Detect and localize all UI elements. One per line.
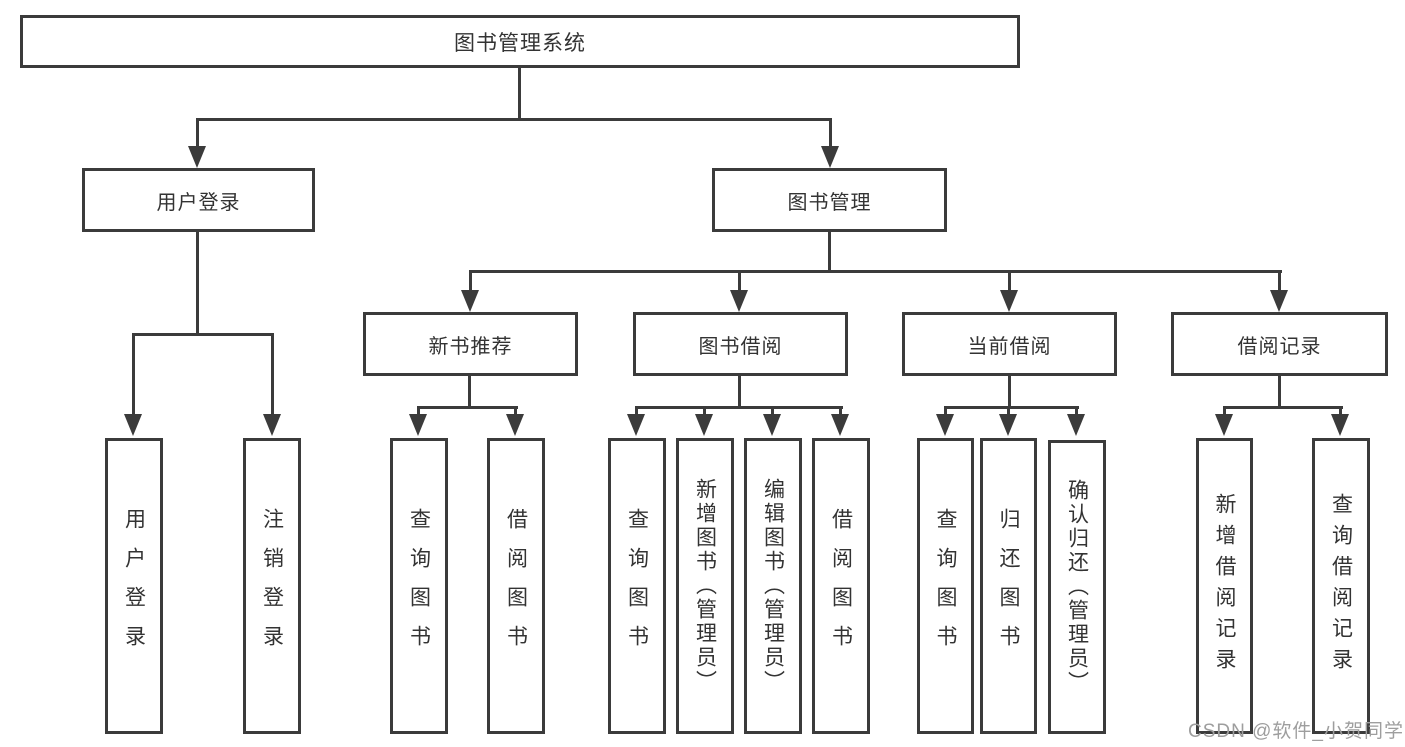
connector-stem	[1008, 376, 1011, 406]
leaf-user-login: 用户登录	[105, 438, 163, 734]
connector-bar	[635, 406, 843, 409]
connector-drop	[1339, 409, 1342, 414]
connector-drop	[1223, 409, 1226, 414]
connector-root-stem	[518, 67, 521, 118]
arrow-down-icon	[1000, 290, 1018, 312]
leaf-query-books-recommend: 查询图书	[390, 438, 448, 734]
arrow-down-icon	[1331, 414, 1349, 436]
arrow-down-icon	[1067, 414, 1085, 436]
arrow-down-icon	[188, 146, 206, 168]
leaf-return-books: 归还图书	[980, 438, 1037, 734]
connector-drop	[1075, 409, 1078, 414]
node-book-borrow: 图书借阅	[633, 312, 848, 376]
leaf-query-books-current: 查询图书	[917, 438, 974, 734]
arrow-down-icon	[695, 414, 713, 436]
connector-bar	[417, 406, 518, 409]
arrow-down-icon	[627, 414, 645, 436]
arrow-down-icon	[263, 414, 281, 436]
connector-book-management-stem	[828, 232, 831, 270]
leaf-add-books-admin: 新增图书（管理员）	[676, 438, 734, 734]
connector-user-login-drop-2	[271, 336, 274, 414]
connector-root-drop-right	[829, 121, 832, 147]
connector-drop	[635, 409, 638, 414]
arrow-down-icon	[936, 414, 954, 436]
connector-drop	[771, 409, 774, 414]
node-borrow-records: 借阅记录	[1171, 312, 1388, 376]
arrow-down-icon	[763, 414, 781, 436]
arrow-down-icon	[409, 414, 427, 436]
csdn-watermark: CSDN @软件_小贺同学	[1188, 721, 1404, 742]
leaf-query-books-borrow: 查询图书	[608, 438, 666, 734]
connector-drop	[469, 273, 472, 290]
connector-stem	[468, 376, 471, 406]
arrow-down-icon	[831, 414, 849, 436]
connector-user-login-bar	[132, 333, 274, 336]
connector-drop	[1008, 273, 1011, 290]
leaf-add-borrow-record: 新增借阅记录	[1196, 438, 1253, 734]
connector-drop	[514, 409, 517, 414]
connector-drop	[839, 409, 842, 414]
node-library-system: 图书管理系统	[20, 15, 1020, 68]
connector-bar	[944, 406, 1079, 409]
arrow-down-icon	[1215, 414, 1233, 436]
connector-user-login-stem	[196, 232, 199, 333]
connector-drop	[1007, 409, 1010, 414]
connector-stem	[1278, 376, 1281, 406]
leaf-logout: 注销登录	[243, 438, 301, 734]
leaf-borrow-books-recommend: 借阅图书	[487, 438, 545, 734]
connector-drop	[1278, 273, 1281, 290]
leaf-borrow-books: 借阅图书	[812, 438, 870, 734]
arrow-down-icon	[461, 290, 479, 312]
arrow-down-icon	[730, 290, 748, 312]
node-user-login: 用户登录	[82, 168, 315, 232]
node-new-book-recommend: 新书推荐	[363, 312, 578, 376]
arrow-down-icon	[999, 414, 1017, 436]
leaf-edit-books-admin: 编辑图书（管理员）	[744, 438, 802, 734]
arrow-down-icon	[821, 146, 839, 168]
arrow-down-icon	[124, 414, 142, 436]
connector-drop	[417, 409, 420, 414]
connector-stem	[738, 376, 741, 406]
arrow-down-icon	[506, 414, 524, 436]
node-book-management: 图书管理	[712, 168, 947, 232]
connector-drop	[703, 409, 706, 414]
leaf-confirm-return-admin: 确认归还（管理员）	[1048, 440, 1106, 734]
connector-bar	[1223, 406, 1343, 409]
node-current-borrow: 当前借阅	[902, 312, 1117, 376]
connector-drop	[738, 273, 741, 290]
connector-book-management-bar	[469, 270, 1282, 273]
arrow-down-icon	[1270, 290, 1288, 312]
leaf-query-borrow-record: 查询借阅记录	[1312, 438, 1370, 734]
connector-root-drop-left	[196, 121, 199, 147]
connector-user-login-drop-1	[132, 336, 135, 414]
connector-drop	[944, 409, 947, 414]
connector-root-bar	[196, 118, 832, 121]
